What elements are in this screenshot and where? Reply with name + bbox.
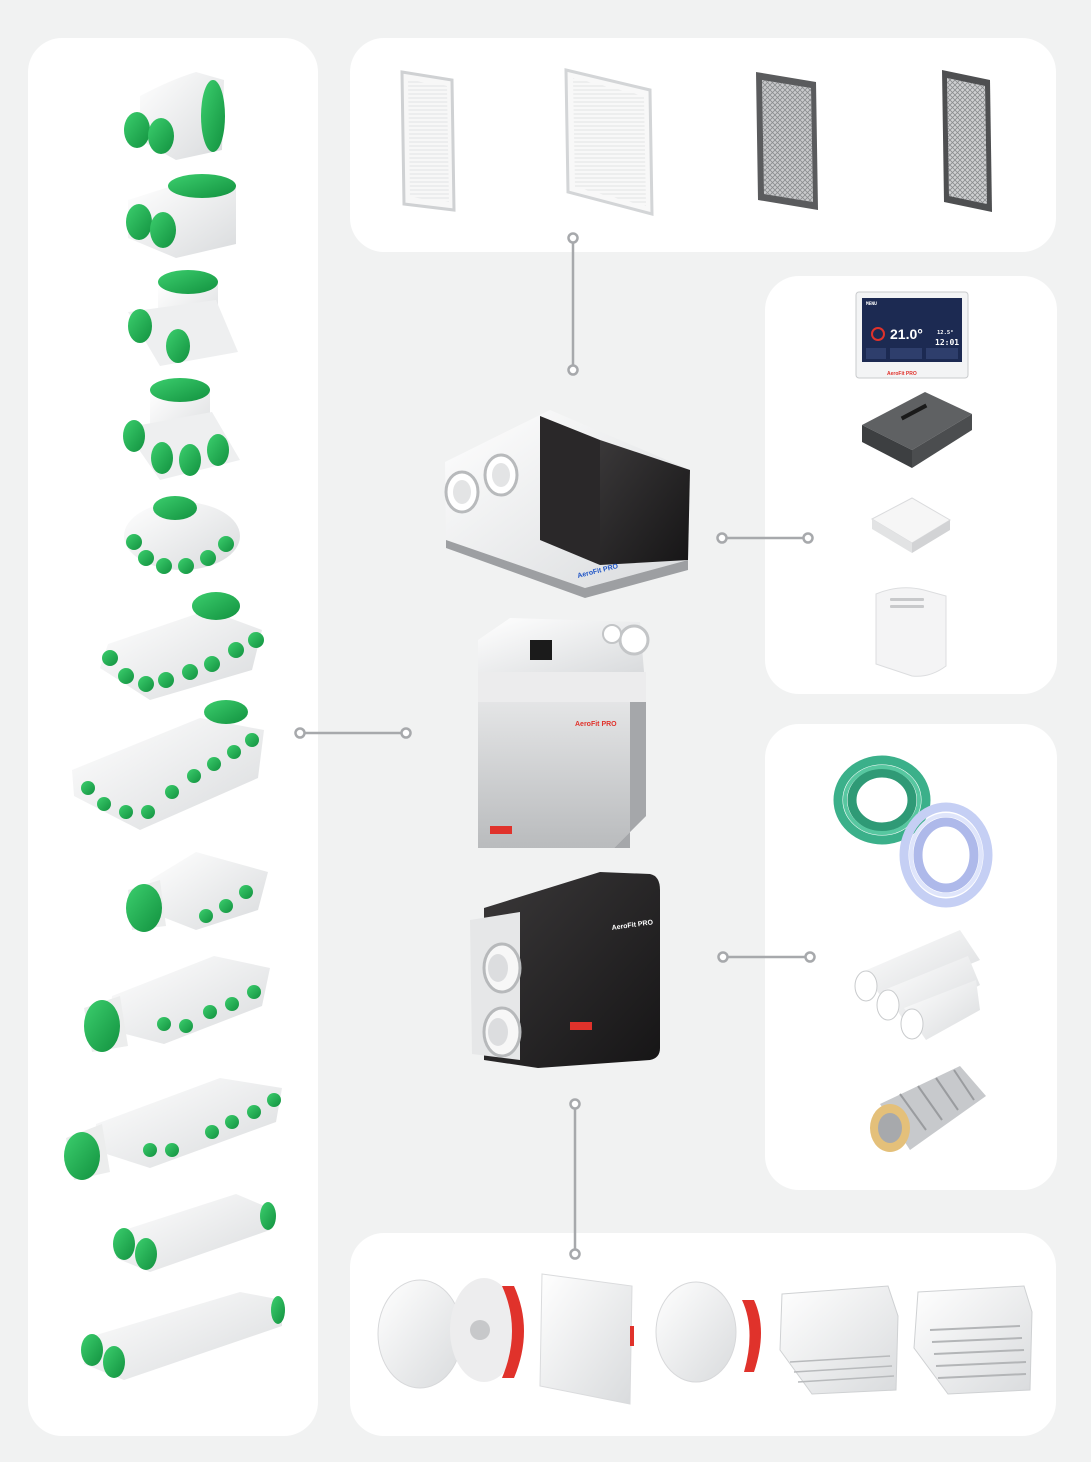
panel-brand: AeroFit PRO: [887, 371, 917, 377]
plenum-box-flat-2: [81, 1292, 285, 1380]
unit-brand-2: AeroFit PRO: [575, 721, 617, 728]
recuperator-horizontal: AeroFit PRO: [444, 410, 690, 598]
filter-mesh-dark-1: [756, 72, 818, 210]
panel-menu-label: MENU: [866, 301, 877, 307]
co2-sensor: [870, 497, 951, 553]
pvc-round-pipes: [854, 930, 980, 1040]
panel-outdoor-temp: 12.5°: [937, 330, 954, 336]
insulated-duct-coil-blue: [899, 802, 993, 908]
panel-temperature: 21.0°: [890, 326, 923, 342]
plenum-box-7: [72, 700, 264, 830]
filter-hepa-narrow: [400, 70, 456, 212]
facade-grille-louvre-1: [779, 1285, 899, 1395]
connector-plenums: [294, 727, 412, 739]
plenum-box-5: [124, 496, 240, 574]
diffuser-square-panel: [539, 1273, 634, 1405]
plenum-box-10: [64, 1078, 282, 1180]
plenum-box-flat-1: [113, 1194, 276, 1272]
plenum-box-8: [126, 852, 268, 932]
filters-panel: [350, 38, 1056, 252]
connector-filters: [567, 232, 579, 376]
connector-ducts: [717, 951, 816, 963]
recuperator-wall-black: AeroFit PRO: [470, 872, 660, 1068]
filter-mesh-dark-2: [942, 70, 992, 212]
panel-clock: 12:01: [935, 338, 959, 347]
connector-diffusers: [569, 1098, 581, 1260]
flexible-aluminium-duct: [870, 1066, 986, 1152]
diffuser-round-disc: [377, 1278, 524, 1389]
plenum-box-4: [123, 378, 240, 480]
diffuser-round-valve: [655, 1281, 761, 1383]
plenum-box-9: [84, 956, 270, 1052]
filter-hepa-wide: [564, 68, 654, 216]
plenum-box-2: [126, 174, 236, 258]
insulated-duct-coil-green: [833, 755, 931, 845]
touch-control-panel: MENU 21.0° 12.5° 12:01 AeroFit PRO: [855, 291, 969, 379]
connector-controllers: [716, 532, 814, 544]
humidity-sensor: [875, 587, 947, 677]
recuperator-vertical: AeroFit PRO: [478, 618, 650, 848]
control-module-box: [862, 392, 972, 468]
plenum-box-3: [128, 270, 238, 366]
plenum-box-6: [100, 592, 264, 700]
facade-grille-louvre-2: [913, 1285, 1033, 1395]
plenum-box-1: [124, 72, 225, 160]
